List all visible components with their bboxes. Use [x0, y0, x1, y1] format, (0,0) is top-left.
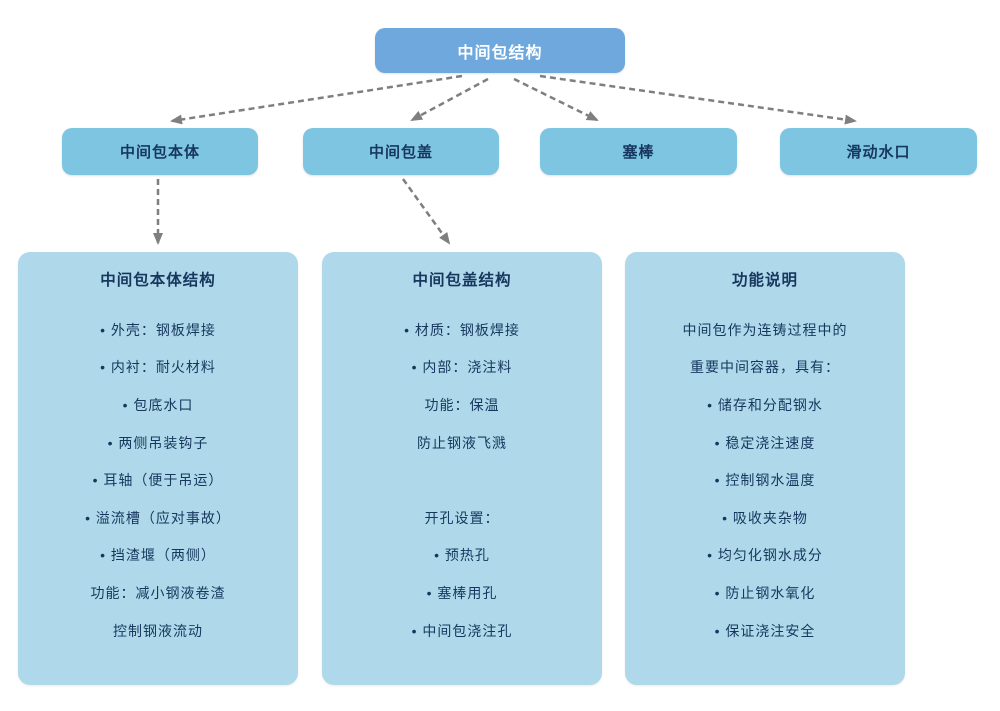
panel-lines: 中间包作为连铸过程中的 重要中间容器，具有： • 储存和分配钢水 • 稳定浇注速…: [625, 311, 905, 649]
node-root[interactable]: 中间包结构: [375, 28, 625, 73]
node-tundish-cover-label: 中间包盖: [368, 144, 433, 161]
panel-lines: • 材质：钢板焊接 • 内部：浇注料 功能：保温 防止钢液飞溅 开孔设置： • …: [322, 311, 602, 649]
arrow-cover-to-panel: [401, 178, 451, 245]
panel-lines: • 外壳：钢板焊接 • 内衬：耐火材料 • 包底水口 • 两侧吊装钩子 • 耳轴…: [18, 311, 298, 649]
panel-line: 控制钢液流动: [113, 622, 203, 639]
node-slide-gate-label: 滑动水口: [846, 144, 911, 161]
panel-line: • 内部：浇注料: [411, 359, 513, 376]
panel-line-spacer: [322, 461, 602, 499]
panel-line: • 溢流槽（应对事故）: [85, 509, 231, 526]
panel-line: • 材质：钢板焊接: [404, 321, 520, 338]
panel-line: • 包底水口: [122, 396, 194, 413]
panel-line: • 预热孔: [434, 547, 490, 564]
panel-line: 功能：减小钢液卷渣: [90, 584, 226, 601]
panel-line: • 稳定浇注速度: [714, 434, 816, 451]
panel-body-structure[interactable]: 中间包本体结构 • 外壳：钢板焊接 • 内衬：耐火材料 • 包底水口 • 两侧吊…: [18, 252, 298, 685]
panel-line: • 内衬：耐火材料: [100, 359, 216, 376]
panel-line: • 耳轴（便于吊运）: [92, 472, 224, 489]
panel-cover-structure[interactable]: 中间包盖结构 • 材质：钢板焊接 • 内部：浇注料 功能：保温 防止钢液飞溅 开…: [322, 252, 602, 685]
node-root-label: 中间包结构: [457, 44, 543, 62]
panel-line: • 防止钢水氧化: [714, 584, 816, 601]
panel-line: 重要中间容器，具有：: [690, 359, 840, 376]
arrow-root-to-gate: [539, 74, 857, 125]
panel-line: • 储存和分配钢水: [707, 396, 823, 413]
arrow-root-to-cover: [410, 77, 489, 122]
panel-line: 防止钢液飞溅: [417, 434, 507, 451]
panel-line: • 保证浇注安全: [714, 622, 816, 639]
panel-title: 中间包本体结构: [100, 272, 216, 289]
node-tundish-body[interactable]: 中间包本体: [62, 128, 258, 175]
panel-line: • 两侧吊装钩子: [107, 434, 209, 451]
node-slide-gate[interactable]: 滑动水口: [780, 128, 977, 175]
panel-line: • 挡渣堰（两侧）: [100, 547, 216, 564]
panel-line: 功能：保温: [424, 396, 500, 413]
panel-functions[interactable]: 功能说明 中间包作为连铸过程中的 重要中间容器，具有： • 储存和分配钢水 • …: [625, 252, 905, 685]
node-tundish-cover[interactable]: 中间包盖: [303, 128, 499, 175]
panel-line: • 塞棒用孔: [426, 584, 498, 601]
panel-line: • 吸收夹杂物: [722, 509, 808, 526]
arrow-root-to-body: [170, 74, 463, 125]
panel-line: • 外壳：钢板焊接: [100, 321, 216, 338]
panel-title: 功能说明: [731, 272, 798, 289]
panel-line: • 均匀化钢水成分: [707, 547, 823, 564]
panel-line: 中间包作为连铸过程中的: [682, 321, 848, 338]
panel-line: • 控制钢水温度: [714, 472, 816, 489]
panel-line: • 中间包浇注孔: [411, 622, 513, 639]
panel-title: 中间包盖结构: [412, 272, 512, 289]
arrow-root-to-stopper: [513, 77, 599, 122]
node-stopper-rod[interactable]: 塞棒: [540, 128, 737, 175]
node-stopper-rod-label: 塞棒: [622, 144, 655, 161]
node-tundish-body-label: 中间包本体: [119, 144, 200, 161]
panel-line: 开孔设置：: [424, 509, 500, 526]
